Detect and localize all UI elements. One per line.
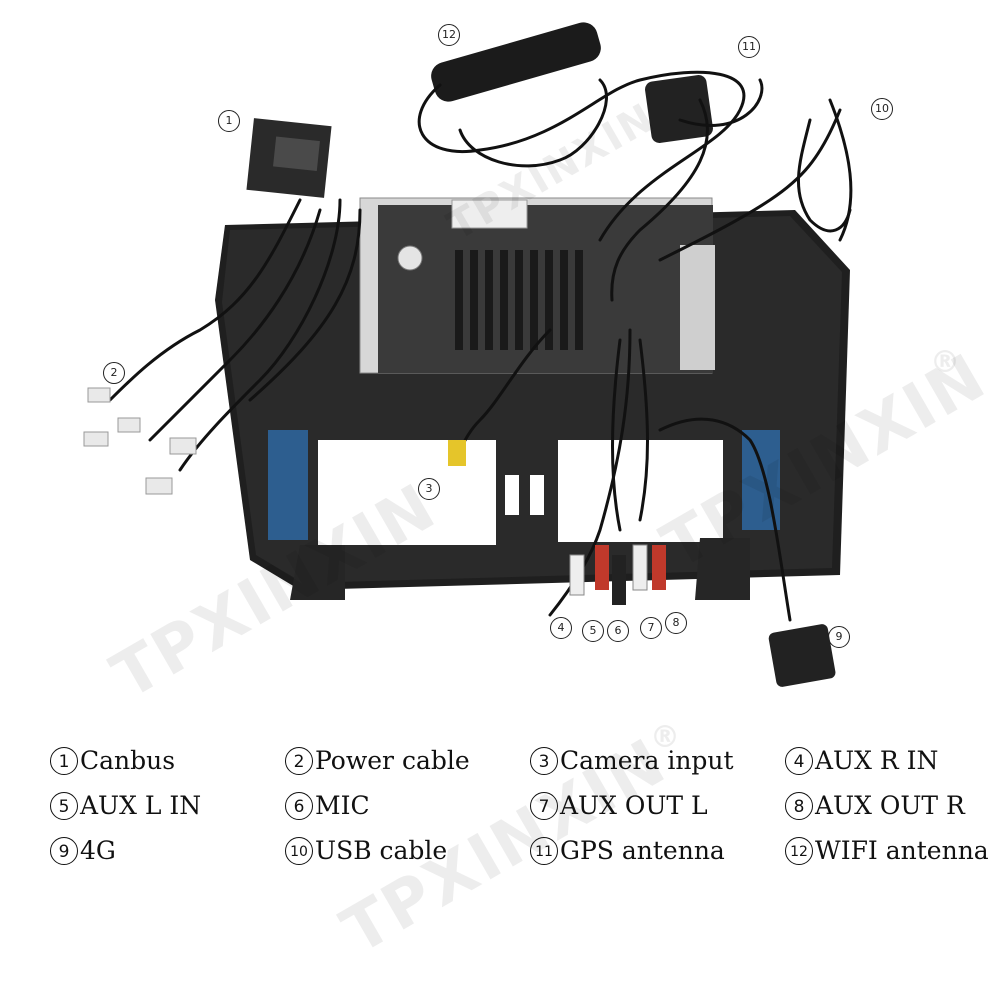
4g-module (768, 624, 836, 687)
power-connectors (83, 387, 197, 495)
legend-number: 12 (785, 836, 813, 865)
legend-label: AUX R IN (815, 746, 939, 775)
canbus-box (246, 118, 332, 198)
callout-10: 10 (871, 98, 893, 120)
callout-1: 1 (218, 110, 240, 132)
callout-2: 2 (103, 362, 125, 384)
wifi-antenna (431, 22, 601, 102)
legend-number: 7 (530, 791, 558, 820)
callout-9: 9 (828, 626, 850, 648)
legend-number: 3 (530, 746, 558, 775)
legend-number: 8 (785, 791, 813, 820)
frame-opening-left (318, 440, 496, 545)
legend-number: 1 (50, 746, 78, 775)
legend-label: WIFI antenna (815, 836, 989, 865)
gps-antenna (645, 75, 713, 143)
legend-label: 4G (80, 836, 116, 865)
legend-number: 5 (50, 791, 78, 820)
callout-7: 7 (640, 617, 662, 639)
rca-connectors (569, 544, 666, 605)
legend-number: 9 (50, 836, 78, 865)
product-photo (83, 22, 853, 687)
legend-number: 10 (285, 836, 313, 865)
callout-4: 4 (550, 617, 572, 639)
callout-6: 6 (607, 620, 629, 642)
legend-number: 6 (285, 791, 313, 820)
callout-3: 3 (418, 478, 440, 500)
legend-label: AUX OUT L (560, 791, 708, 820)
callout-5: 5 (582, 620, 604, 642)
callout-12: 12 (438, 24, 460, 46)
legend-number: 11 (530, 836, 558, 865)
legend-label: GPS antenna (560, 836, 725, 865)
camera-input-plug (448, 440, 466, 466)
legend-label: AUX OUT R (815, 791, 965, 820)
legend-number: 4 (785, 746, 813, 775)
legend-label: MIC (315, 791, 370, 820)
head-unit (359, 197, 715, 374)
callout-11: 11 (738, 36, 760, 58)
legend-number: 2 (285, 746, 313, 775)
legend-label: USB cable (315, 836, 448, 865)
legend-label: AUX L IN (80, 791, 202, 820)
legend-label: Camera input (560, 746, 734, 775)
side-board-left (268, 430, 308, 540)
legend-label: Power cable (315, 746, 470, 775)
legend-label: Canbus (80, 746, 176, 775)
cables (108, 70, 853, 622)
frame-opening-right (558, 440, 723, 542)
callout-8: 8 (665, 612, 687, 634)
